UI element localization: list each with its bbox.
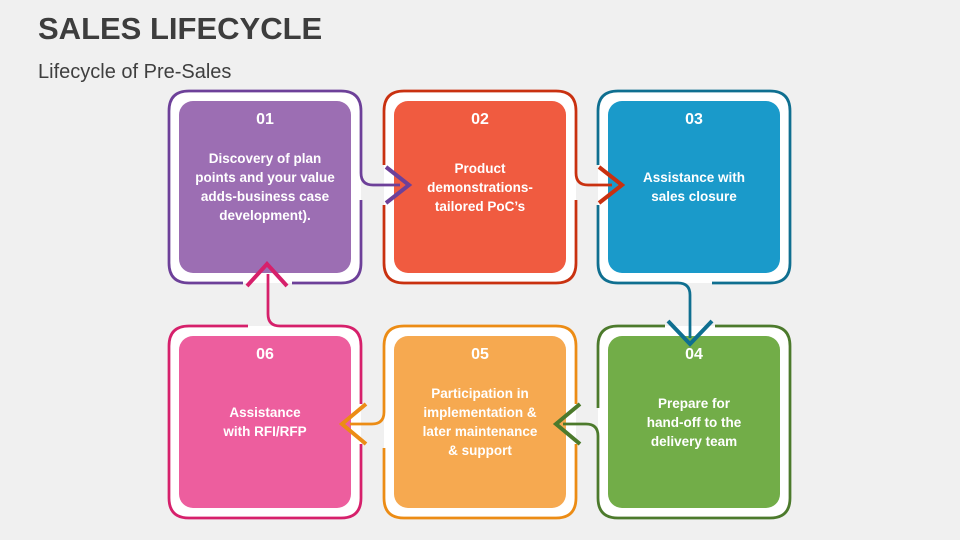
step-05-fill xyxy=(394,336,566,508)
step-04-outline-b xyxy=(596,324,665,408)
step-box-02: 02 Product demonstrations- tailored PoC’… xyxy=(394,101,566,273)
step-box-01: 01 Discovery of plan points and your val… xyxy=(179,101,351,273)
step-04-outline-and-stem xyxy=(563,324,792,520)
step-number: 03 xyxy=(685,111,703,128)
slide-title: SALES LIFECYCLE xyxy=(38,11,323,46)
step-text: Assistance with sales closure xyxy=(642,170,746,204)
step-01-outline-b xyxy=(292,200,363,285)
slide-subtitle: Lifecycle of Pre-Sales xyxy=(38,61,232,83)
step-03-fill xyxy=(608,101,780,273)
step-number: 05 xyxy=(471,346,489,363)
step-06-outline-and-stem xyxy=(266,274,363,404)
step-06-outline-b xyxy=(167,324,363,520)
step-04-fill xyxy=(608,336,780,508)
step-number: 02 xyxy=(471,111,489,128)
step-05-outline-b xyxy=(382,444,578,520)
step-box-06: 06 Assistance with RFI/RFP xyxy=(179,336,351,508)
step-03-outline-b xyxy=(596,89,792,285)
step-number: 06 xyxy=(256,346,274,363)
step-number: 01 xyxy=(256,111,274,128)
arrow-up-icon xyxy=(245,261,289,288)
step-01-fill xyxy=(179,101,351,273)
step-outlines xyxy=(167,89,792,520)
step-fills xyxy=(179,101,780,508)
arrow-left-icon xyxy=(552,402,582,446)
arrow-down-icon xyxy=(666,319,714,347)
step-text: Participation in implementation & later … xyxy=(422,386,538,458)
step-02-outline-and-stem xyxy=(382,89,612,187)
step-number: 04 xyxy=(685,346,703,363)
step-text: Assistance with RFI/RFP xyxy=(223,405,307,439)
step-text: Prepare for hand-off to the delivery tea… xyxy=(646,395,742,449)
step-box-05: 05 Participation in implementation & lat… xyxy=(394,336,566,508)
step-01-outline-and-stem xyxy=(167,89,400,285)
arrow-right-icon xyxy=(597,165,626,205)
arrow-left-icon xyxy=(338,402,368,446)
step-box-03: 03 Assistance with sales closure xyxy=(608,101,780,273)
step-06-fill xyxy=(179,336,351,508)
step-text: Discovery of plan points and your value … xyxy=(195,151,335,223)
step-box-04: 04 Prepare for hand-off to the delivery … xyxy=(608,336,780,508)
flow-arrows xyxy=(245,165,714,446)
step-03-outline-and-stem xyxy=(596,205,692,338)
arrow-right-icon xyxy=(384,165,413,205)
step-02-outline-b xyxy=(382,200,578,285)
step-text: Product demonstrations- tailored PoC’s xyxy=(427,160,533,214)
step-02-fill xyxy=(394,101,566,273)
step-05-outline-and-stem xyxy=(350,324,578,426)
